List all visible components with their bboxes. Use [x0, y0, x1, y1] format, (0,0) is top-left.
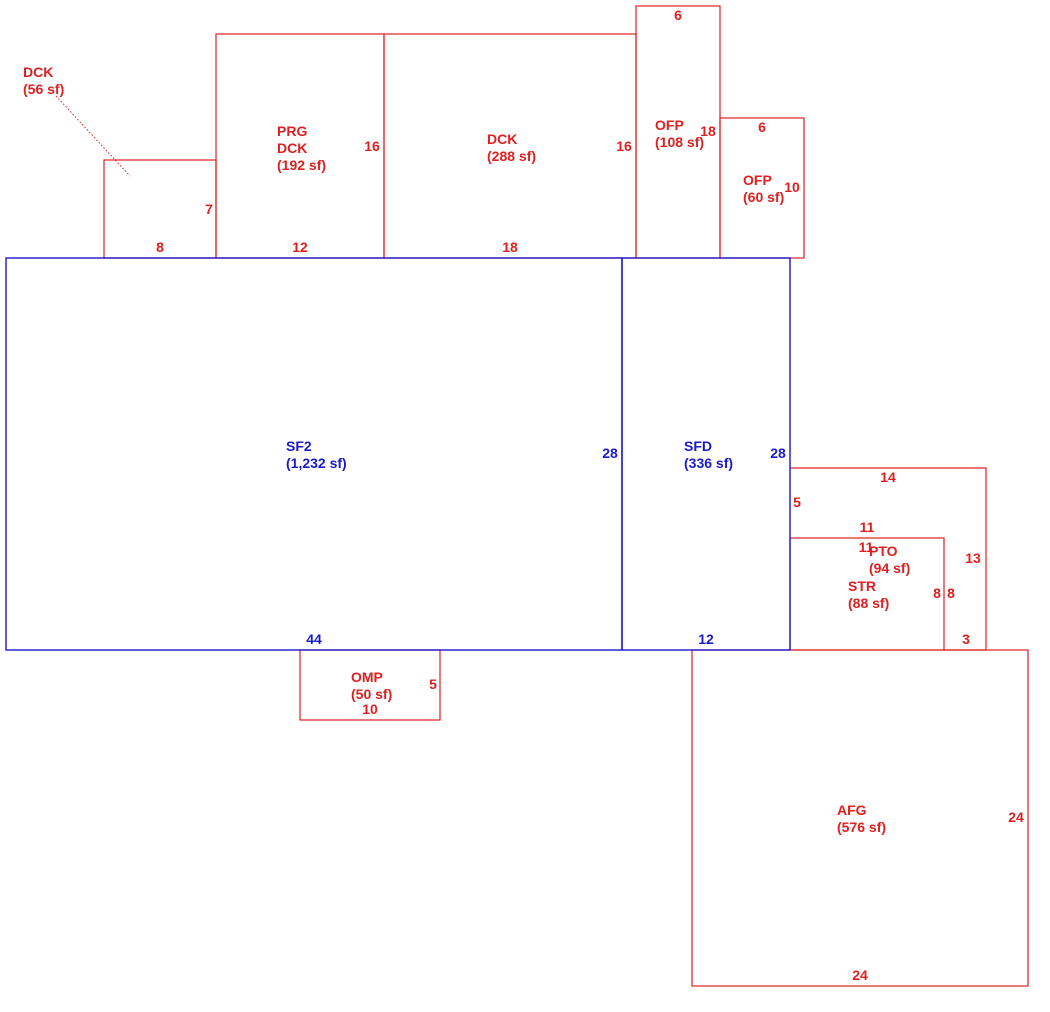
sf2-area-value: (1,232 sf) [286, 455, 347, 471]
dck-small-area-value: (56 sf) [23, 81, 64, 97]
dck-small-height: 7 [205, 201, 213, 217]
pto-code: PTO [869, 543, 898, 559]
ofp-small-area-value: (60 sf) [743, 189, 784, 205]
ofp-large-code: OFP [655, 117, 684, 133]
sfd-code: SFD [684, 438, 712, 454]
pto-area-value: (94 sf) [869, 560, 910, 576]
ofp-large-area-value: (108 sf) [655, 134, 704, 150]
ofp-small-width: 6 [758, 119, 766, 135]
ofp-small-height: 10 [784, 179, 800, 195]
pto-area [790, 467, 987, 651]
sfd-width: 12 [698, 631, 714, 647]
sfd-area-value: (336 sf) [684, 455, 733, 471]
prg-dck-code: PRG [277, 123, 307, 139]
prg-dck-width: 12 [292, 239, 308, 255]
dck-small-width: 8 [156, 239, 164, 255]
str-area-value: (88 sf) [848, 595, 889, 611]
pto-width-bottom: 3 [962, 631, 970, 647]
sf2-height: 28 [602, 445, 618, 461]
prg-dck-area-value: (192 sf) [277, 157, 326, 173]
pto-inner-height: 8 [947, 585, 955, 601]
dck-large-width: 18 [502, 239, 518, 255]
ofp-large-height: 18 [700, 123, 716, 139]
pto-width: 14 [880, 469, 896, 485]
sf2-width: 44 [306, 631, 322, 647]
pto-inner-width: 11 [860, 519, 875, 535]
prg-dck-code2: DCK [277, 140, 307, 156]
dck-large-code: DCK [487, 131, 517, 147]
omp-width: 10 [362, 701, 378, 717]
pto-height-right: 13 [965, 550, 981, 566]
str-code: STR [848, 578, 876, 594]
omp-code: OMP [351, 669, 383, 685]
omp-height: 5 [429, 676, 437, 692]
dck-large-height: 16 [616, 138, 632, 154]
sf2-area [5, 257, 623, 651]
afg-area [691, 649, 1029, 987]
dck-small-leader-line [55, 95, 131, 177]
str-height: 8 [933, 585, 941, 601]
sf2-code: SF2 [286, 438, 312, 454]
ofp-large-width: 6 [674, 7, 682, 23]
pto-height-left: 5 [793, 494, 801, 510]
omp-area-value: (50 sf) [351, 686, 392, 702]
afg-code: AFG [837, 802, 867, 818]
afg-width: 24 [852, 967, 868, 983]
prg-dck-height: 16 [364, 138, 380, 154]
sfd-area [621, 257, 791, 651]
str-width: 11 [859, 539, 874, 555]
dck-small-code: DCK [23, 64, 53, 80]
afg-area-value: (576 sf) [837, 819, 886, 835]
ofp-small-code: OFP [743, 172, 772, 188]
afg-height: 24 [1008, 809, 1024, 825]
sfd-height: 28 [770, 445, 786, 461]
dck-large-area-value: (288 sf) [487, 148, 536, 164]
